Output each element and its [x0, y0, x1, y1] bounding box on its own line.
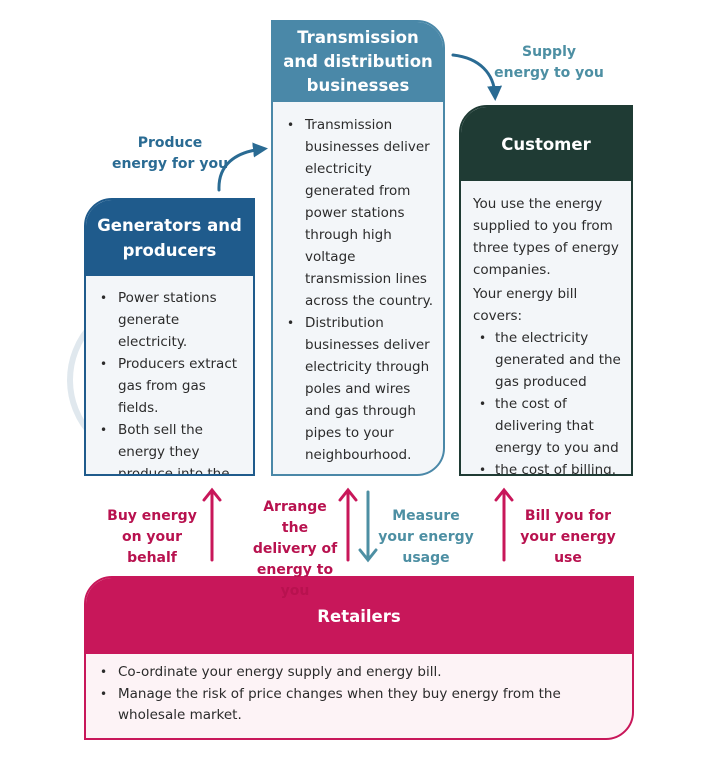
supply-energy-arrow	[451, 53, 503, 101]
bill-you-label: Bill you for your energy use	[520, 508, 616, 566]
generators-body: Power stations generate electricity. Pro…	[86, 276, 253, 474]
produce-energy-label: Produce energy for you	[111, 135, 229, 172]
list-item: the cost of billing.	[473, 459, 623, 474]
customer-bill-intro: Your energy bill covers:	[473, 286, 578, 324]
customer-card: Customer You use the energy supplied to …	[459, 105, 633, 476]
list-item: Co-ordinate your energy supply and energ…	[94, 662, 622, 683]
transmission-body: Transmission businesses deliver electric…	[273, 102, 443, 466]
buy-energy-arrow	[202, 487, 222, 562]
list-item: Transmission businesses deliver electric…	[281, 114, 437, 312]
supply-energy-label: Supply energy to you	[494, 44, 604, 81]
produce-energy-arrow	[217, 142, 268, 192]
list-item: Both sell the energy they produce into t…	[94, 419, 245, 474]
list-item: Distribution businesses deliver electric…	[281, 312, 437, 466]
measure-usage-arrow	[358, 490, 378, 563]
retailers-body: Co-ordinate your energy supply and energ…	[86, 654, 632, 726]
generators-title: Generators and producers	[86, 200, 253, 276]
measure-usage-label: Measure your energy usage	[378, 508, 474, 566]
arrange-delivery-arrow	[338, 487, 358, 562]
list-item: Manage the risk of price changes when th…	[94, 684, 622, 726]
customer-intro: You use the energy supplied to you from …	[473, 196, 619, 278]
bill-you-arrow	[494, 487, 514, 562]
arrange-delivery-label: Arrange the delivery of energy to you	[252, 499, 338, 599]
customer-body: You use the energy supplied to you from …	[461, 181, 631, 474]
generators-card: Generators and producers Power stations …	[84, 198, 255, 476]
retailers-list: Co-ordinate your energy supply and energ…	[94, 662, 622, 726]
list-item: the electricity generated and the gas pr…	[473, 327, 623, 393]
transmission-card: Transmission and distribution businesses…	[271, 20, 445, 476]
list-item: the cost of delivering that energy to yo…	[473, 393, 623, 459]
retailers-title: Retailers	[86, 578, 632, 654]
transmission-title: Transmission and distribution businesses	[273, 22, 443, 102]
list-item: Power stations generate electricity.	[94, 287, 245, 353]
customer-title: Customer	[461, 107, 631, 181]
retailers-card: Retailers Co-ordinate your energy supply…	[84, 576, 634, 740]
customer-list: the electricity generated and the gas pr…	[473, 327, 623, 474]
list-item: Producers extract gas from gas fields.	[94, 353, 245, 419]
transmission-list: Transmission businesses deliver electric…	[281, 114, 437, 466]
buy-energy-label: Buy energy on your behalf	[107, 508, 197, 566]
generators-list: Power stations generate electricity. Pro…	[94, 287, 245, 474]
